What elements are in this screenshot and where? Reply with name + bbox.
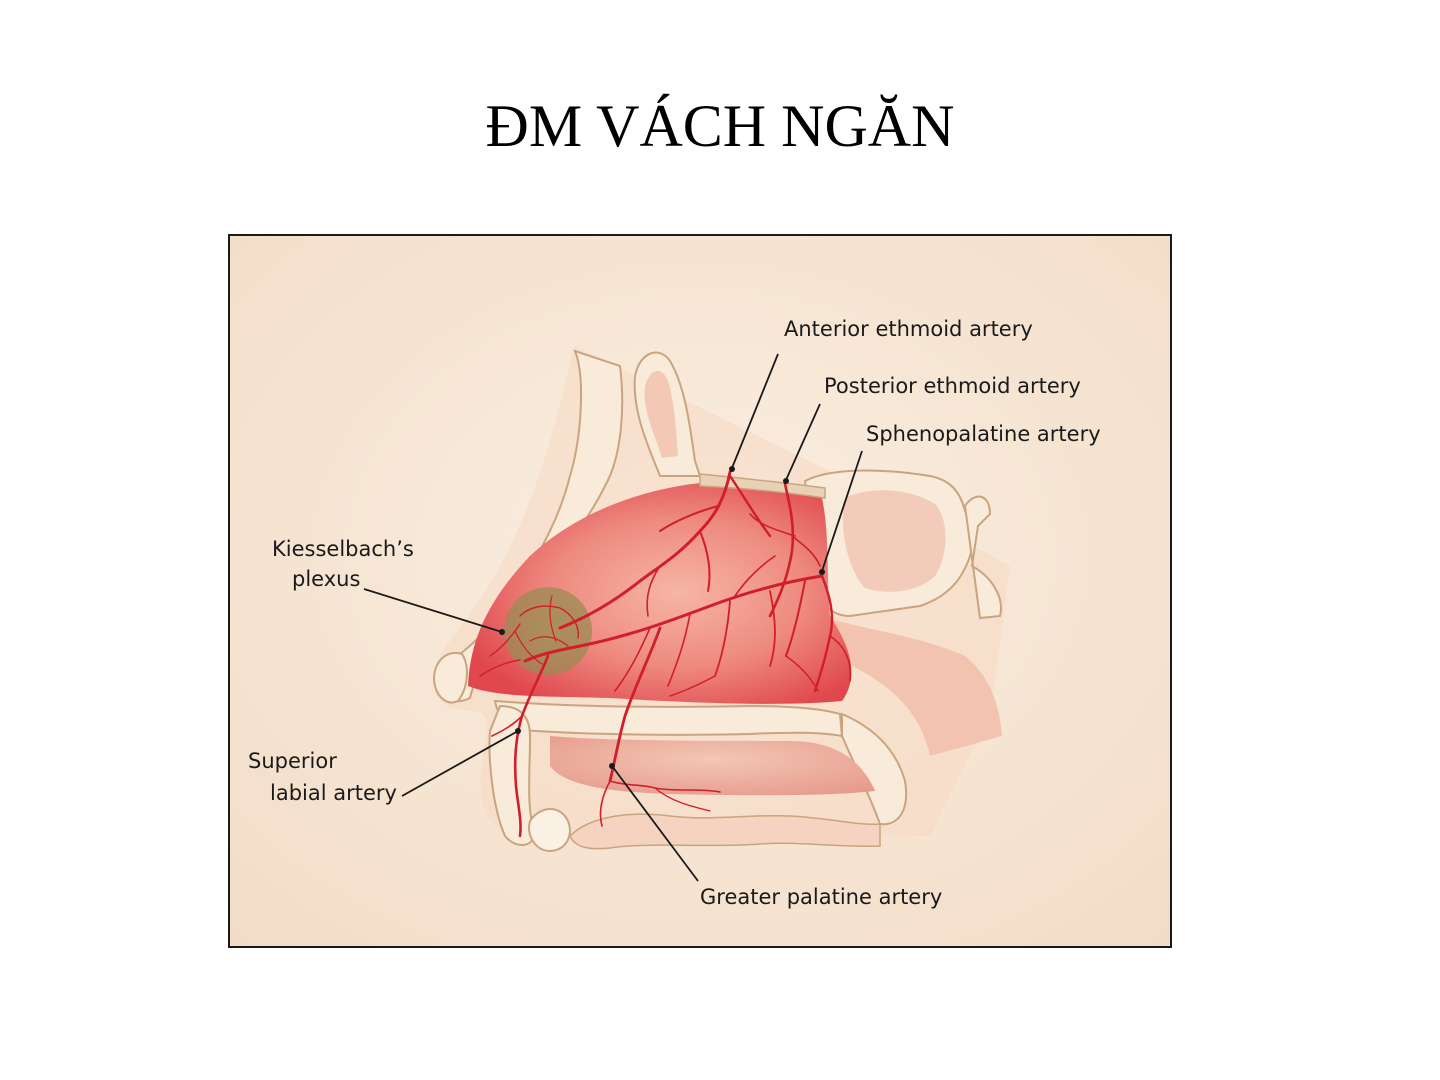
oral-cavity-roof xyxy=(550,736,875,796)
label-superior-labial-line2: labial artery xyxy=(270,781,397,805)
dental-arch xyxy=(569,813,881,850)
leader-anterior-ethmoid xyxy=(731,353,779,469)
label-posterior-ethmoid-artery: Posterior ethmoid artery xyxy=(824,374,1081,398)
label-superior-labial-line1: Superior xyxy=(248,749,337,773)
label-kiesselbach-line1: Kiesselbach’s xyxy=(272,537,414,561)
nasopharynx xyxy=(820,616,1002,756)
cribriform-plate xyxy=(699,473,826,499)
nasal-septum-artery-illustration: Anterior ethmoid artery Posterior ethmoi… xyxy=(228,234,1172,948)
superior-labial-artery xyxy=(513,654,550,838)
leader-sphenopalatine xyxy=(821,450,863,572)
greater-palatine-artery xyxy=(608,626,662,783)
label-anterior-ethmoid-artery: Anterior ethmoid artery xyxy=(784,317,1033,341)
sphenopalatine-artery xyxy=(523,574,824,663)
label-greater-palatine-artery: Greater palatine artery xyxy=(700,885,942,909)
leader-superior-labial xyxy=(401,730,519,797)
alar-cartilage xyxy=(433,651,468,704)
sphenoid-sinus xyxy=(842,490,946,592)
kiesselbach-plexus-area xyxy=(504,587,592,675)
leader-kiesselbach xyxy=(363,588,503,633)
incisor-tooth xyxy=(528,808,571,853)
leader-lines xyxy=(363,353,863,882)
slide-title: ĐM VÁCH NGĂN xyxy=(485,93,955,159)
artery-network xyxy=(479,470,852,838)
leader-posterior-ethmoid xyxy=(785,403,821,481)
anatomy-diagram: Anterior ethmoid artery Posterior ethmoi… xyxy=(230,236,1170,946)
frontal-sinus-cavity xyxy=(644,370,678,458)
label-kiesselbach-line2: plexus xyxy=(292,567,360,591)
posterior-ethmoid-artery xyxy=(768,482,795,618)
leader-dots xyxy=(499,466,825,769)
label-sphenopalatine-artery: Sphenopalatine artery xyxy=(866,422,1101,446)
clivus xyxy=(963,495,1002,620)
leader-greater-palatine xyxy=(611,765,699,882)
hard-palate xyxy=(493,699,844,738)
